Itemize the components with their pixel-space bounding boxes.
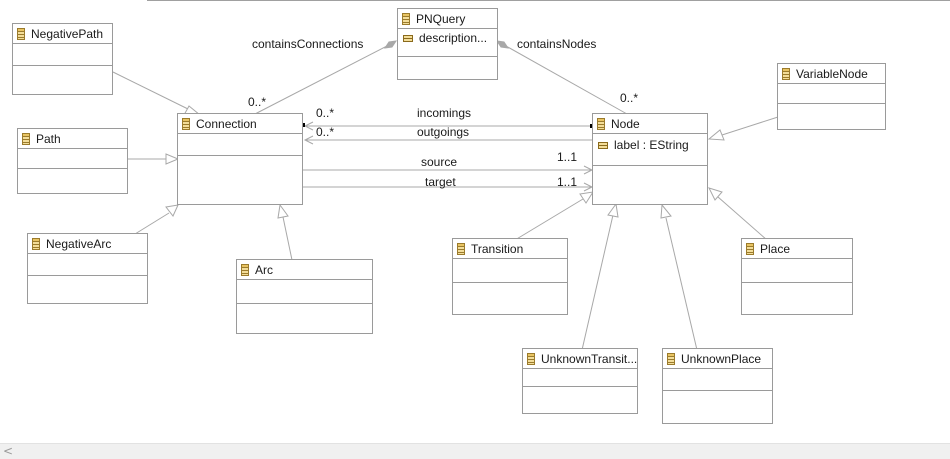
edge-contains-nodes (505, 45, 628, 115)
class-unknowntransition[interactable]: UnknownTransit... (522, 348, 638, 414)
eclass-icon (597, 117, 605, 130)
label-outgoings: outgoings (417, 125, 470, 139)
multiplicity-source: 1..1 (557, 150, 578, 164)
class-name: UnknownTransit... (541, 351, 637, 366)
class-node[interactable]: Node label : EString (592, 113, 708, 205)
class-variablenode[interactable]: VariableNode (777, 63, 886, 130)
label-contains-nodes: containsNodes (517, 37, 597, 51)
gen-arrow-variablenode (707, 129, 725, 141)
class-name: NegativePath (31, 26, 104, 41)
attribute-label: description... (419, 31, 488, 45)
class-pnquery[interactable]: PNQuery description... (397, 8, 498, 80)
end-square-connection (301, 123, 305, 127)
class-name: Node (611, 116, 640, 131)
composition-diamond-connections (383, 40, 398, 49)
gen-arrow-arc (277, 203, 289, 219)
multiplicity-contains-connections: 0..* (248, 95, 267, 109)
class-place[interactable]: Place (741, 238, 853, 315)
edge-place-node (717, 196, 768, 241)
gen-arrow-transition (579, 191, 595, 204)
eclass-icon (667, 352, 675, 365)
class-name: NegativeArc (46, 236, 112, 251)
class-name: Connection (196, 116, 257, 131)
class-transition[interactable]: Transition (452, 238, 568, 315)
class-unknownplace[interactable]: UnknownPlace (662, 348, 773, 424)
edge-contains-connections (254, 45, 388, 115)
gen-arrow-path (165, 153, 180, 165)
label-target: target (425, 175, 456, 189)
edge-variablenode-node (721, 116, 779, 136)
class-name: Transition (471, 241, 524, 256)
eattribute-icon (598, 141, 608, 149)
class-name: Arc (255, 262, 273, 277)
edge-unknowntransition-node (581, 214, 614, 351)
class-negativearc[interactable]: NegativeArc (27, 233, 148, 304)
eclass-icon (17, 27, 25, 40)
edge-unknownplace-node (665, 217, 698, 351)
gen-arrow-place (708, 187, 723, 201)
arrowhead-outgoings (303, 135, 314, 145)
edge-negativearc-connection (134, 212, 170, 235)
gen-arrow-negativearc (165, 204, 179, 217)
eclass-icon (457, 242, 465, 255)
edge-transition-node (514, 198, 584, 241)
gen-arrow-unknownplace (660, 203, 672, 219)
class-name: Place (760, 241, 791, 256)
attribute-label: label : EString (614, 138, 689, 152)
horizontal-scrollbar[interactable]: < (0, 443, 950, 459)
label-source: source (421, 155, 458, 169)
class-name: PNQuery (416, 11, 466, 26)
multiplicity-outgoings: 0..* (316, 125, 335, 139)
class-name: VariableNode (796, 66, 868, 81)
eattribute-icon (403, 34, 413, 42)
multiplicity-incomings: 0..* (316, 106, 335, 120)
top-border (147, 0, 950, 1)
eclass-icon (782, 67, 790, 80)
eclass-icon (22, 132, 30, 145)
class-name: Path (36, 131, 61, 146)
eclass-icon (241, 263, 249, 276)
label-incomings: incomings (417, 106, 472, 120)
label-contains-connections: containsConnections (252, 37, 364, 51)
eclass-icon (182, 117, 190, 130)
edge-arc-connection (282, 216, 293, 261)
eclass-icon (527, 352, 535, 365)
class-negativepath[interactable]: NegativePath (12, 23, 113, 95)
eclass-icon (402, 12, 410, 25)
scroll-left-arrow[interactable]: < (3, 444, 14, 458)
class-name: UnknownPlace (681, 351, 762, 366)
edge-negativepath-connection (112, 71, 189, 110)
multiplicity-contains-nodes: 0..* (620, 91, 639, 105)
multiplicity-target: 1..1 (557, 175, 578, 189)
eclass-icon (746, 242, 754, 255)
eclass-icon (32, 237, 40, 250)
class-path[interactable]: Path (17, 128, 128, 194)
gen-arrow-unknowntransition (607, 202, 619, 218)
composition-diamond-nodes (495, 40, 510, 49)
class-connection[interactable]: Connection (177, 113, 303, 205)
class-arc[interactable]: Arc (236, 259, 373, 334)
